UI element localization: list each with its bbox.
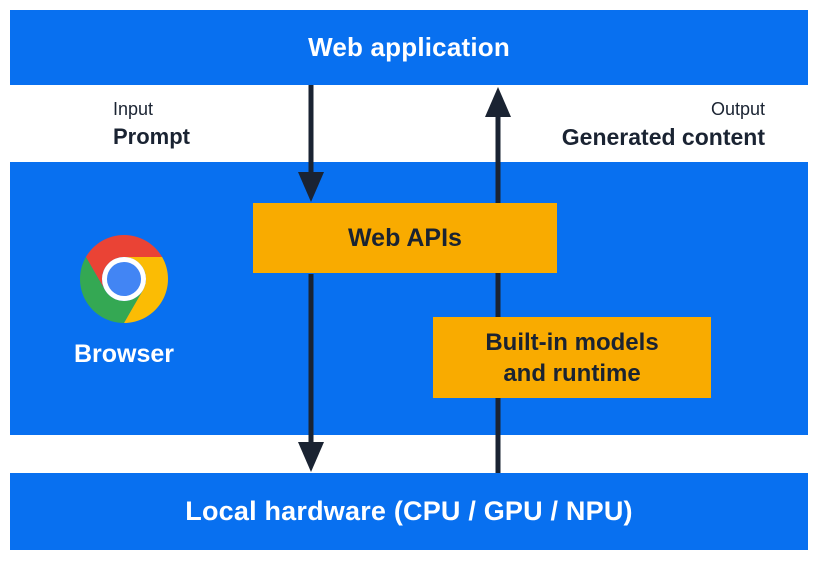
chrome-icon-red-segment (85, 235, 163, 290)
down-arrowhead-bottom-icon (298, 442, 324, 472)
web-apis-box: Web APIs (253, 203, 557, 273)
down-arrow-input-flow (298, 85, 324, 472)
web-apis-label: Web APIs (348, 223, 462, 252)
up-arrowhead-icon (485, 87, 511, 117)
builtin-models-label-line1: Built-in models (485, 328, 659, 356)
output-caption: Output (710, 99, 765, 119)
local-hardware-label: Local hardware (CPU / GPU / NPU) (185, 496, 633, 526)
local-hardware-bar: Local hardware (CPU / GPU / NPU) (10, 473, 808, 550)
up-arrow-output-flow (485, 87, 511, 473)
builtin-models-label-line2: and runtime (503, 359, 641, 387)
web-application-label: Web application (308, 32, 510, 62)
down-arrowhead-icon (298, 172, 324, 202)
chrome-icon-blue-center (106, 261, 142, 297)
builtin-models-box: Built-in models and runtime (433, 317, 711, 398)
input-caption: Input (113, 99, 154, 119)
chrome-icon-yellow-segment (124, 257, 168, 323)
chrome-icon-green-segment (80, 257, 144, 323)
input-value: Prompt (113, 124, 190, 149)
input-label-block: Input Prompt (113, 97, 190, 151)
web-application-bar: Web application (10, 10, 808, 85)
chrome-icon (80, 235, 168, 323)
browser-label: Browser (73, 340, 175, 368)
output-label-block: Output Generated content (562, 97, 765, 151)
output-value: Generated content (561, 124, 765, 150)
